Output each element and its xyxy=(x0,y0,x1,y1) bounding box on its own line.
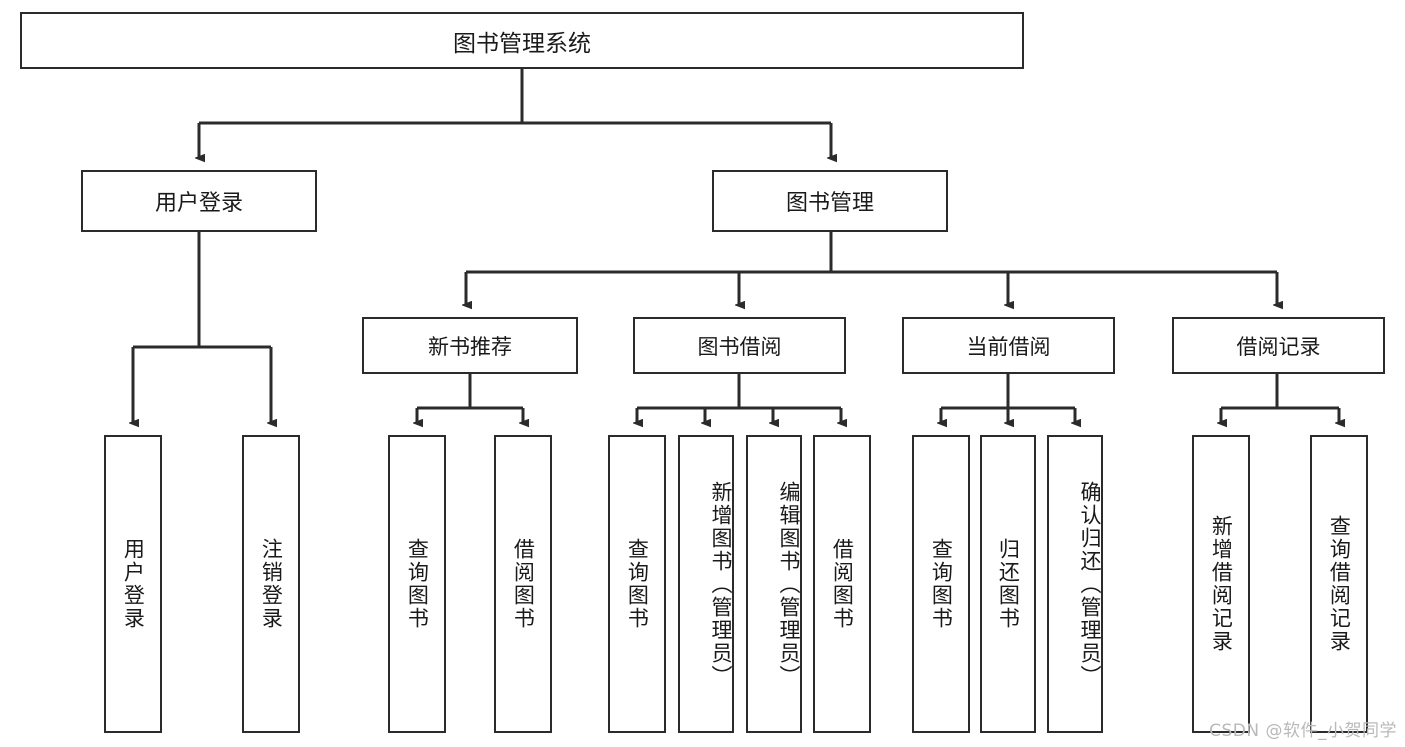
node-label: 用户登录 xyxy=(154,191,243,216)
node-label: 图书管理系统 xyxy=(453,30,591,57)
leaf-user-login-login[interactable]: 用户登录 xyxy=(104,435,162,733)
leaf-borrow-query-book[interactable]: 查询图书 xyxy=(608,435,666,733)
node-book-borrow[interactable]: 图书借阅 xyxy=(633,317,846,374)
leaf-new-books-borrow[interactable]: 借阅图书 xyxy=(494,435,552,733)
node-label: 查询图书 xyxy=(929,538,954,630)
node-label: 新增借阅记录 xyxy=(1209,515,1234,653)
node-label: 新书推荐 xyxy=(428,334,512,359)
node-label: 用户登录 xyxy=(121,538,146,630)
node-label: 查询图书 xyxy=(405,538,430,630)
node-new-book-recommend[interactable]: 新书推荐 xyxy=(362,317,578,374)
node-label: 当前借阅 xyxy=(966,334,1051,359)
leaf-new-books-query[interactable]: 查询图书 xyxy=(388,435,446,733)
node-label: 借阅记录 xyxy=(1236,334,1321,359)
leaf-current-query-book[interactable]: 查询图书 xyxy=(912,435,970,733)
leaf-borrow-edit-book-admin[interactable]: 编辑图书（管理员） xyxy=(746,435,802,733)
node-user-login[interactable]: 用户登录 xyxy=(81,170,317,232)
node-borrow-record[interactable]: 借阅记录 xyxy=(1172,317,1385,374)
leaf-borrow-borrow-book[interactable]: 借阅图书 xyxy=(813,435,871,733)
node-label: 编辑图书（管理员） xyxy=(777,480,801,688)
node-label: 借阅图书 xyxy=(511,538,536,630)
leaf-borrow-add-book-admin[interactable]: 新增图书（管理员） xyxy=(678,435,734,733)
node-label: 图书借阅 xyxy=(697,334,782,359)
node-current-borrow[interactable]: 当前借阅 xyxy=(902,317,1115,374)
leaf-user-login-logout[interactable]: 注销登录 xyxy=(242,435,300,733)
node-label: 新增图书（管理员） xyxy=(709,480,733,688)
leaf-record-query-record[interactable]: 查询借阅记录 xyxy=(1310,435,1368,733)
leaf-current-return-book[interactable]: 归还图书 xyxy=(980,435,1036,733)
node-label: 归还图书 xyxy=(996,538,1021,630)
node-root-system[interactable]: 图书管理系统 xyxy=(20,12,1024,69)
leaf-current-confirm-return-admin[interactable]: 确认归还（管理员） xyxy=(1047,435,1103,733)
node-label: 查询借阅记录 xyxy=(1327,515,1352,653)
node-label: 借阅图书 xyxy=(830,538,855,630)
node-label: 查询图书 xyxy=(625,538,650,630)
node-book-management[interactable]: 图书管理 xyxy=(712,170,948,232)
node-label: 注销登录 xyxy=(259,538,284,630)
leaf-record-add-record[interactable]: 新增借阅记录 xyxy=(1192,435,1250,733)
node-label: 确认归还（管理员） xyxy=(1078,480,1102,688)
node-label: 图书管理 xyxy=(785,191,874,216)
